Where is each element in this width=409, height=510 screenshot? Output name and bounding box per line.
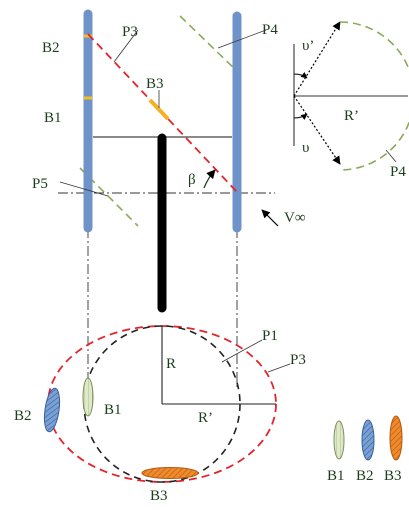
label-b1-bottom: B1 <box>104 402 122 418</box>
legend-label-b2: B2 <box>356 468 374 484</box>
b3-airfoil <box>141 467 199 479</box>
p3-bottom-pointer <box>267 363 291 373</box>
upsilon-angle <box>293 113 308 121</box>
label-p3-top: P3 <box>122 24 138 40</box>
label-p4-right: P4 <box>390 164 406 180</box>
legend-b1-airfoil <box>333 420 345 460</box>
legend-b3-airfoil <box>389 415 403 461</box>
legend-label-b3: B3 <box>384 468 402 484</box>
label-p4-top: P4 <box>262 22 278 38</box>
p4-dashed-line <box>179 15 241 75</box>
label-p3-bottom: P3 <box>290 352 306 368</box>
p4-pointer <box>217 29 267 49</box>
label-r-prime-top: R’ <box>344 108 359 124</box>
upsilon-prime-angle <box>293 71 308 79</box>
label-b2-top: B2 <box>42 40 60 56</box>
label-p1: P1 <box>262 328 278 344</box>
label-beta: β <box>188 172 196 188</box>
v-inf-arrow <box>261 209 279 227</box>
p1-pointer <box>221 339 263 363</box>
beta-arc <box>203 169 216 189</box>
upsilon-vector <box>293 95 341 165</box>
label-r-prime-bottom: R’ <box>198 410 213 426</box>
label-r: R <box>166 356 176 372</box>
upsilon-prime-vector <box>293 21 341 97</box>
legend-b2-airfoil <box>361 419 375 461</box>
label-b2-bottom: B2 <box>14 408 32 424</box>
label-b1-top: B1 <box>44 110 62 126</box>
label-b3-top: B3 <box>146 76 164 92</box>
b1-airfoil <box>82 377 94 417</box>
p5-pointer <box>59 181 109 197</box>
b2-airfoil <box>43 387 61 433</box>
p4-right-pointer <box>385 149 397 163</box>
p3-pointer <box>113 29 139 63</box>
label-p5: P5 <box>32 176 48 192</box>
label-b3-bottom: B3 <box>150 488 168 504</box>
label-upsilon-prime: υ’ <box>302 38 314 54</box>
label-v-inf: V∞ <box>284 210 306 226</box>
b3-orange-segment <box>148 98 170 121</box>
p4-semicircle <box>339 21 409 171</box>
legend-label-b1: B1 <box>327 468 345 484</box>
label-upsilon: υ <box>302 140 309 156</box>
